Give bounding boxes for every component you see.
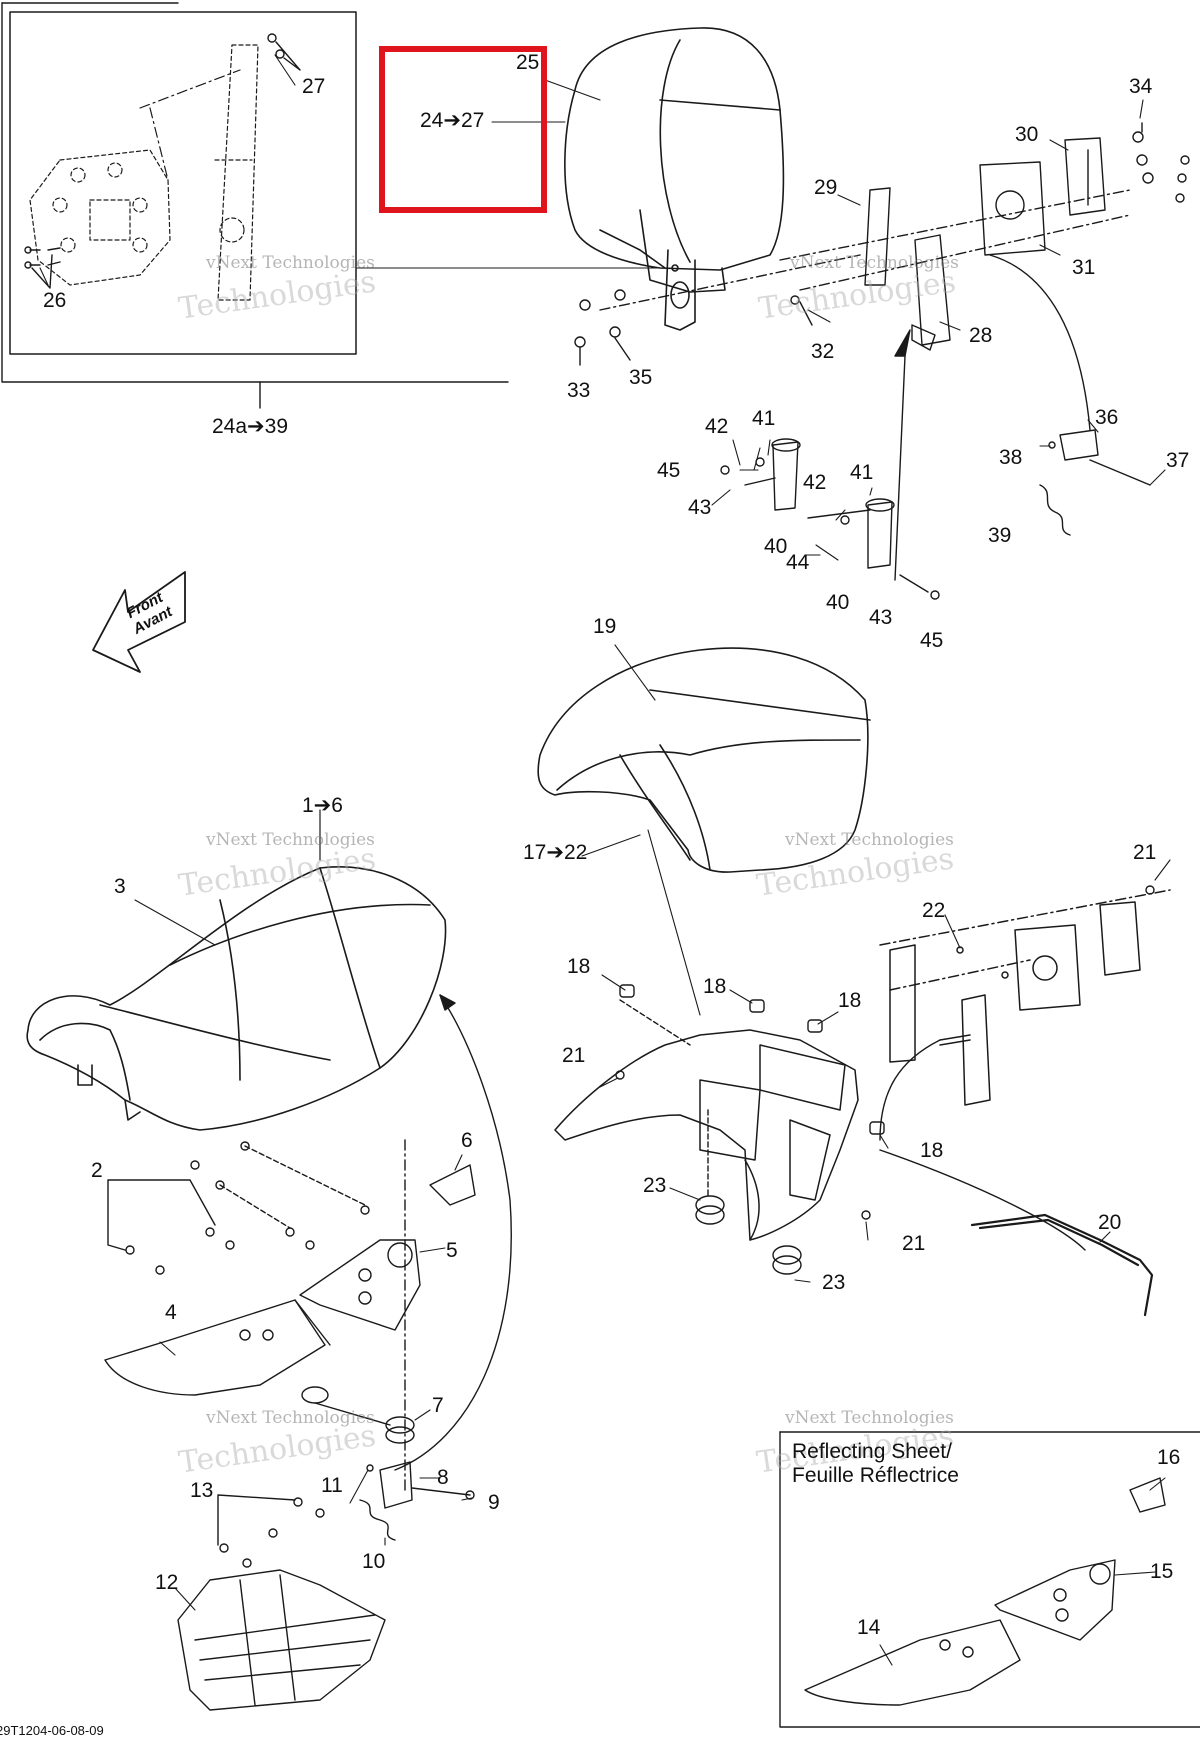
inset-backrest-plate <box>29 44 259 301</box>
callout-label: 18 <box>703 975 727 998</box>
callout-label: 13 <box>190 1479 214 1502</box>
callout-label: 24a➔39 <box>212 415 288 438</box>
callout-label: 4 <box>165 1301 177 1324</box>
passenger-seat <box>537 647 871 1016</box>
callout-label: 9 <box>488 1491 500 1514</box>
drawing-code: 29T1204-06-08-09 <box>0 1723 104 1738</box>
callout-label: 39 <box>988 524 1012 547</box>
callout-label: 42 <box>803 471 827 494</box>
callout-label: 45 <box>657 459 681 482</box>
inset-fasteners <box>24 33 301 289</box>
callout-label: 31 <box>1072 256 1096 279</box>
callout-label: 14 <box>857 1616 881 1639</box>
callout-label: 24➔27 <box>420 109 485 132</box>
callout-label: 8 <box>437 1466 449 1489</box>
callout-label: 30 <box>1015 123 1039 146</box>
callout-label: 16 <box>1157 1446 1181 1469</box>
callout-label: 27 <box>302 75 326 98</box>
reflecting-sheet-caption: Reflecting Sheet/ Feuille Réflectrice <box>792 1440 959 1488</box>
callout-label: 35 <box>629 366 653 389</box>
callout-label: 29 <box>814 176 838 199</box>
callout-label: 33 <box>567 379 591 402</box>
callout-label: 37 <box>1166 449 1190 472</box>
bumpers <box>107 1141 370 1275</box>
callout-label: 41 <box>850 461 874 484</box>
callout-label: 22 <box>922 899 946 922</box>
highlight-box <box>379 46 547 213</box>
callout-label: 18 <box>838 989 862 1012</box>
callout-label: 15 <box>1150 1560 1174 1583</box>
callout-label: 18 <box>567 955 591 978</box>
callout-label: 26 <box>43 289 67 312</box>
callout-label: 45 <box>920 629 944 652</box>
callout-label: 43 <box>688 496 712 519</box>
callout-label: 32 <box>811 340 835 363</box>
callout-label: 40 <box>764 535 788 558</box>
skid-plate <box>177 1494 386 1711</box>
leader-lines <box>39 54 1171 1666</box>
callout-label: 23 <box>643 1174 667 1197</box>
callout-label: 28 <box>969 324 993 347</box>
caption-line-1: Reflecting Sheet/ <box>792 1440 952 1463</box>
reflecting-sheet-inset <box>779 1431 1200 1728</box>
front-arrow-shape <box>92 571 186 673</box>
callout-label: 5 <box>446 1239 458 1262</box>
release-latch <box>1039 429 1151 536</box>
return-arrow <box>394 994 512 1471</box>
callout-label: 19 <box>593 615 617 638</box>
callout-label: 20 <box>1098 1211 1122 1234</box>
callout-label: 42 <box>705 415 729 438</box>
callout-label: 7 <box>432 1394 444 1417</box>
callout-label: 41 <box>752 407 776 430</box>
callout-label: 40 <box>826 591 850 614</box>
backrest-bracket-hardware <box>599 122 1190 431</box>
callout-label: 10 <box>362 1550 386 1573</box>
callout-label: 21 <box>1133 841 1157 864</box>
callout-label: 21 <box>902 1232 926 1255</box>
seat-latch <box>359 1461 475 1541</box>
callout-label: 38 <box>999 446 1023 469</box>
heat-shields <box>104 1139 476 1491</box>
callout-label: 17➔22 <box>523 841 588 864</box>
callout-label: 36 <box>1095 406 1119 429</box>
callout-label: 23 <box>822 1271 846 1294</box>
callout-label: 44 <box>786 551 810 574</box>
callout-label: 1➔6 <box>302 794 343 817</box>
support-rod <box>970 1213 1154 1317</box>
backrest-inset-frame <box>1 2 509 409</box>
callout-label: 12 <box>155 1571 179 1594</box>
callout-label: 6 <box>461 1129 473 1152</box>
callout-label: 25 <box>516 51 540 74</box>
callout-label: 18 <box>920 1139 944 1162</box>
backrest-cushion <box>356 27 785 331</box>
callout-label: 11 <box>321 1474 343 1497</box>
backrest-fasteners <box>574 289 813 366</box>
callout-label: 2 <box>91 1159 103 1182</box>
latch-posts <box>720 324 940 600</box>
callout-label: 21 <box>562 1044 586 1067</box>
caption-line-2: Feuille Réflectrice <box>792 1464 959 1487</box>
callout-label: 3 <box>114 875 126 898</box>
seat-base-hardware <box>615 885 1155 1275</box>
callout-label: 34 <box>1129 75 1153 98</box>
driver-seat <box>26 809 447 1131</box>
callout-label: 43 <box>869 606 893 629</box>
